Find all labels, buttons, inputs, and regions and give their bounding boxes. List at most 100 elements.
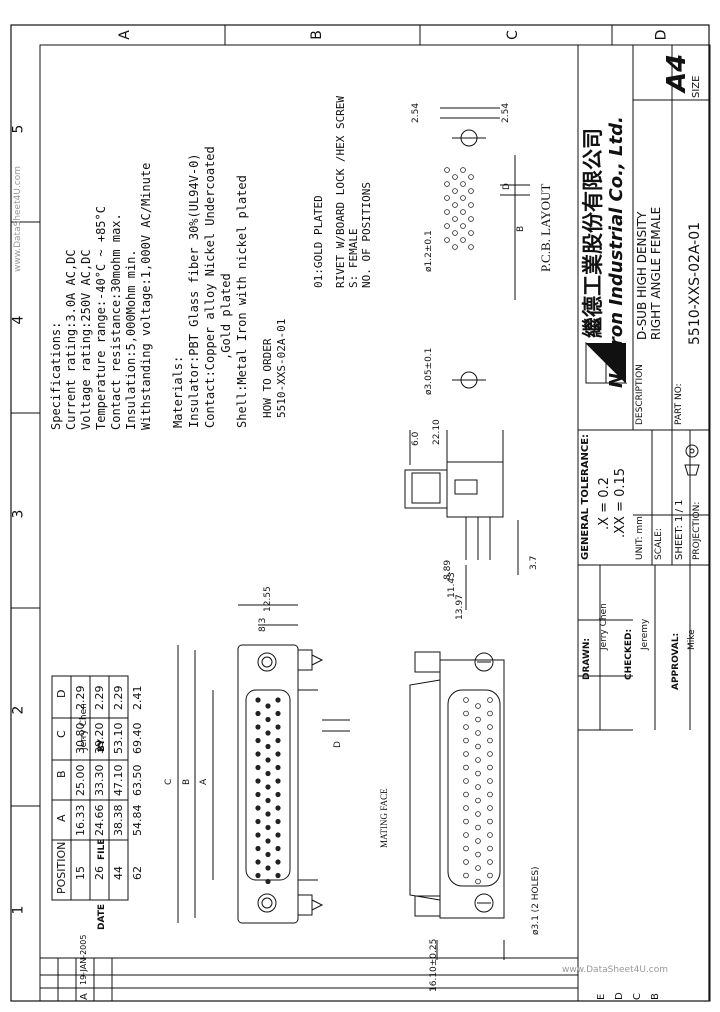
pin-hole <box>463 751 469 757</box>
material-line: Insulator:PBT Glass fiber 30%(UL94V-0) <box>187 153 201 428</box>
front-view <box>177 604 350 924</box>
pin-hole <box>475 824 481 831</box>
order-option: NO. OF POSITIONS <box>360 182 373 288</box>
side-dim-6: 13.97 <box>455 594 465 620</box>
pcb-title: P.C.B. LAYOUT <box>538 183 553 272</box>
pin-hole <box>475 770 481 777</box>
spec-line: Withstanding voltage:1,000V AC/Minute <box>139 162 153 430</box>
pin-hole <box>487 778 493 784</box>
table-cell: 54.84 <box>131 804 144 837</box>
dimension-table-grid <box>51 675 129 901</box>
spec-line: Contact resistance:30mohm max. <box>109 213 123 430</box>
pin-hole <box>265 770 271 777</box>
part-no-label: PART NO: <box>674 383 684 425</box>
pcb-hole-small: ø1.2±0.1 <box>424 230 434 272</box>
table-header: A <box>55 814 68 822</box>
pin-hole <box>463 791 469 798</box>
material-line: Contact:Copper alloy Nickel Undercoated <box>203 146 217 428</box>
table-header: D <box>55 689 68 698</box>
pin-hole <box>452 216 458 222</box>
watermark: www.DataSheet4U.com <box>562 965 669 975</box>
pin-hole <box>475 730 481 736</box>
pin-hole <box>275 710 281 717</box>
pin-hole <box>275 805 281 811</box>
pin-hole <box>265 757 271 763</box>
zone-label-b: B <box>308 30 325 40</box>
table-cell: 26 <box>93 866 106 880</box>
pin-hole <box>475 716 481 723</box>
pin-hole <box>487 710 493 717</box>
materials-heading: Materials: <box>171 355 185 428</box>
pin-hole <box>487 737 493 744</box>
table-cell: 2.29 <box>112 685 125 711</box>
zone-label-4: 4 <box>10 315 27 325</box>
table-header: C <box>55 730 68 738</box>
pin-hole <box>265 743 271 750</box>
side-dim-1: 6.0 <box>411 431 421 446</box>
front-dim-1: 12.55 <box>263 586 273 612</box>
pin-hole <box>487 764 493 771</box>
pin-hole <box>468 174 474 180</box>
pin-hole <box>475 703 481 709</box>
pin-hole <box>487 697 493 703</box>
part-no: 5510-XXS-02A-01 <box>687 221 703 345</box>
pin-hole <box>275 778 281 784</box>
pin-hole <box>452 202 458 208</box>
pcb-dim-d: D <box>502 183 512 190</box>
pin-hole <box>255 778 261 784</box>
mating-face-view <box>409 651 505 960</box>
pin-hole <box>468 216 474 222</box>
pin-hole <box>444 167 450 173</box>
order-option: S: FEMALE <box>347 228 360 288</box>
table-cell: 2.29 <box>93 685 106 711</box>
table-header: B <box>55 770 68 778</box>
pin-hole <box>487 845 493 852</box>
description-line: RIGHT ANGLE FEMALE <box>649 206 663 340</box>
mating-hole-label: ø3.1 (2 HOLES) <box>531 866 541 935</box>
pin-hole <box>487 859 493 865</box>
table-cell: 53.10 <box>112 722 125 755</box>
rev-header-file: FILE <box>97 838 107 860</box>
spec-line: Voltage rating:250V AC,DC <box>79 249 93 430</box>
pin-hole <box>468 230 474 236</box>
pin-hole <box>463 737 469 744</box>
pin-hole <box>275 791 281 798</box>
order-option: 01:GOLD PLATED <box>312 195 325 288</box>
table-cell: 47.10 <box>112 764 125 797</box>
pin-hole <box>275 859 281 865</box>
tolerance-line: .X = 0.2 <box>597 477 612 530</box>
pin-hole <box>463 859 469 865</box>
projection-label: PROJECTION: <box>692 501 702 560</box>
drawn-label: DRAWN: <box>582 637 592 680</box>
table-cell: 63.50 <box>131 764 144 797</box>
description-line: D-SUB HIGH DENSITY <box>635 211 649 340</box>
zone-label-2: 2 <box>10 705 27 715</box>
rev-header-date: DATE <box>97 903 107 930</box>
mating-width-label: 16.10±0.25 <box>429 938 439 992</box>
pin-hole <box>460 237 466 243</box>
checked-by: Jeremy <box>640 618 650 650</box>
sheet: SHEET: 1 / 1 <box>674 499 685 560</box>
pin-hole <box>255 805 261 811</box>
pcb-pin-grid <box>444 167 474 250</box>
pin-hole <box>487 818 493 825</box>
pin-hole <box>487 751 493 757</box>
checked-label: CHECKED: <box>624 628 634 680</box>
pin-hole <box>255 845 261 852</box>
rev-letter: A <box>79 993 90 1000</box>
rev-letter: C <box>632 993 643 1000</box>
pin-hole <box>275 832 281 838</box>
pcb-pitch-a: 2.54 <box>411 102 421 123</box>
pin-hole <box>460 195 466 201</box>
pin-hole <box>463 724 469 730</box>
table-cell: 69.40 <box>131 722 144 755</box>
material-line: ,Gold plated <box>219 273 233 360</box>
pcb-layout <box>440 107 530 389</box>
watermark: www.DataSheet4U.com <box>13 165 23 272</box>
pin-hole <box>475 878 481 885</box>
pin-hole <box>255 859 261 865</box>
revision-block-grid <box>40 957 578 1001</box>
pin-hole <box>255 697 261 703</box>
table-cell: 33.30 <box>93 764 106 797</box>
